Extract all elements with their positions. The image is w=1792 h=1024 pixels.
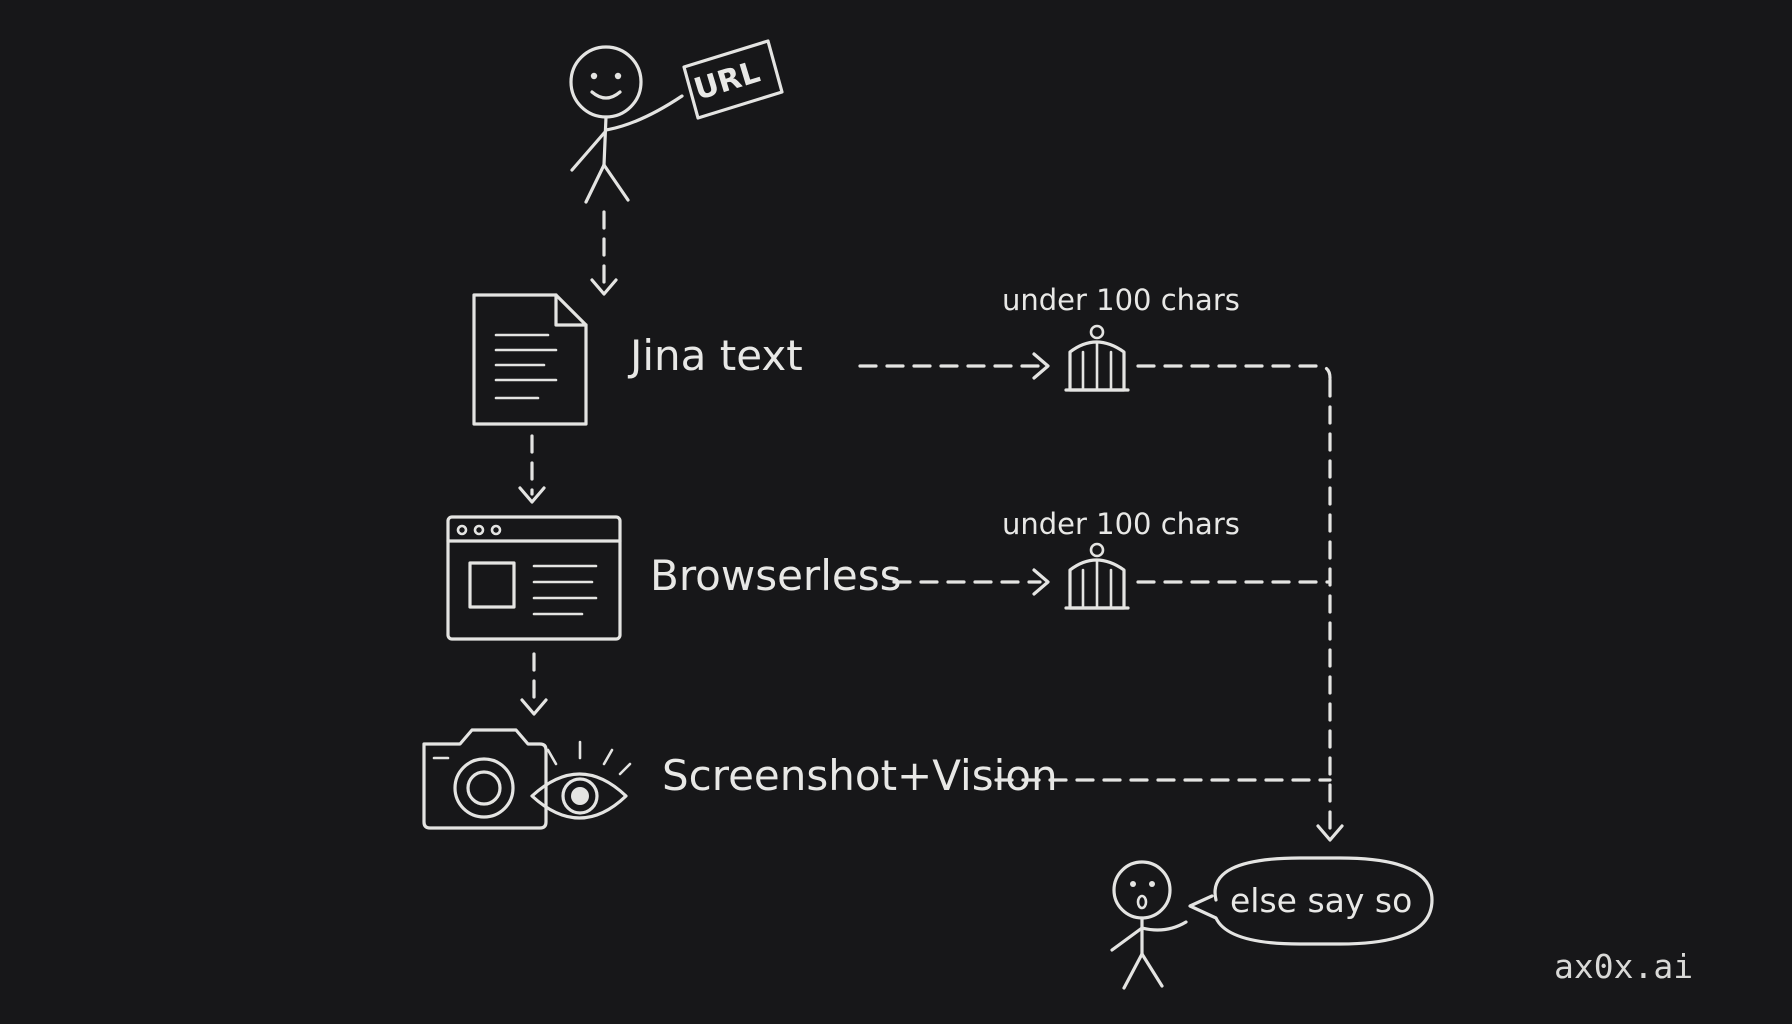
collector-line (1316, 378, 1344, 842)
step-label-browserless: Browserless (650, 551, 901, 600)
surprised-figure-icon (1110, 860, 1188, 990)
connector-gate1-right (1136, 364, 1332, 380)
user-stick-figure-icon (569, 45, 684, 204)
gate-label-2: under 100 chars (1002, 507, 1240, 541)
gate-icon (1064, 324, 1130, 392)
arrow-jina-to-browserless (518, 434, 546, 504)
step-label-screenshot-vision: Screenshot+Vision (662, 751, 1058, 800)
speech-bubble-text: else say so (1230, 881, 1412, 920)
speech-bubble: else say so (1188, 856, 1434, 946)
arrow-user-to-jina (590, 210, 618, 296)
browser-window-icon (446, 515, 622, 641)
step-label-jina: Jina text (627, 331, 803, 380)
arrow-jina-to-gate (858, 352, 1050, 380)
arrow-browserless-to-gate (892, 568, 1050, 596)
gate-icon (1064, 542, 1130, 610)
brand-label: ax0x.ai (1554, 947, 1693, 986)
camera-icon (422, 728, 548, 830)
url-card: URL (682, 39, 784, 120)
document-icon (472, 293, 588, 426)
gate-label-1: under 100 chars (1002, 283, 1240, 317)
eye-icon (530, 740, 632, 820)
arrow-browserless-to-screenshot (520, 652, 548, 716)
